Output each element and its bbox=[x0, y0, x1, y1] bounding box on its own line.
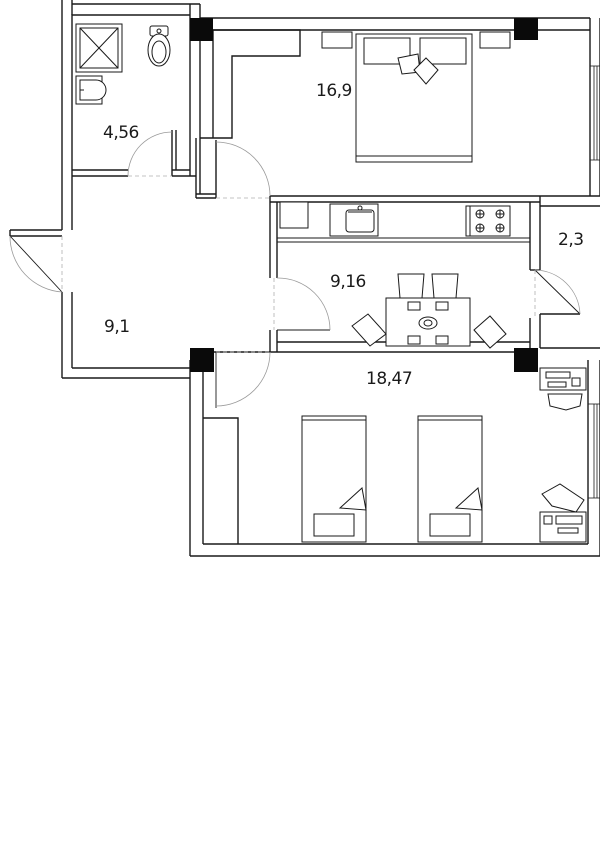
entrance-door[interactable] bbox=[9, 235, 63, 293]
bathroom-area-label: 4,56 bbox=[103, 123, 139, 143]
shower-icon bbox=[75, 23, 123, 73]
bedroom-furniture bbox=[321, 31, 511, 163]
desk-icon bbox=[539, 511, 587, 543]
fridge bbox=[279, 201, 309, 229]
chairs bbox=[351, 273, 507, 349]
bedroom-door[interactable] bbox=[215, 141, 271, 199]
children-room-door[interactable] bbox=[215, 351, 271, 408]
hallway-area-label: 9,1 bbox=[104, 317, 130, 337]
double-bed-icon bbox=[355, 33, 473, 163]
single-bed-icon bbox=[417, 415, 483, 543]
columns bbox=[190, 18, 538, 372]
desk-icon bbox=[539, 367, 587, 391]
toilet-icon bbox=[147, 25, 171, 67]
office-chair-icon bbox=[541, 483, 585, 513]
closet-area-label: 2,3 bbox=[558, 230, 584, 250]
kitchen-sink-icon bbox=[329, 203, 379, 237]
closet-door[interactable] bbox=[534, 269, 581, 318]
nightstand bbox=[321, 31, 353, 49]
office-chair-icon bbox=[547, 393, 583, 411]
nightstand bbox=[479, 31, 511, 49]
single-bed-icon bbox=[301, 415, 367, 543]
children-room-area-label: 18,47 bbox=[366, 369, 412, 389]
chair-icon bbox=[473, 315, 507, 349]
bedroom-area-label: 16,9 bbox=[316, 81, 352, 101]
windows bbox=[588, 65, 600, 499]
column bbox=[514, 18, 538, 40]
area-labels: 4,56 16,9 9,1 9,16 2,3 18,47 bbox=[103, 81, 584, 389]
kitchen-door[interactable] bbox=[273, 277, 331, 331]
chair-icon bbox=[431, 273, 459, 299]
column bbox=[190, 348, 214, 372]
sink-icon bbox=[75, 75, 107, 105]
doors bbox=[9, 130, 581, 408]
kitchen-area-label: 9,16 bbox=[330, 272, 366, 292]
column bbox=[514, 348, 538, 372]
bathroom-door[interactable] bbox=[127, 130, 173, 177]
kitchen-furniture bbox=[279, 201, 511, 349]
column bbox=[190, 18, 213, 41]
children-room-furniture bbox=[301, 367, 587, 543]
bathroom-fixtures bbox=[75, 23, 171, 105]
chair-icon bbox=[351, 313, 387, 347]
chair-icon bbox=[397, 273, 425, 299]
stove-icon bbox=[465, 205, 511, 237]
dining-table-icon bbox=[385, 297, 471, 347]
